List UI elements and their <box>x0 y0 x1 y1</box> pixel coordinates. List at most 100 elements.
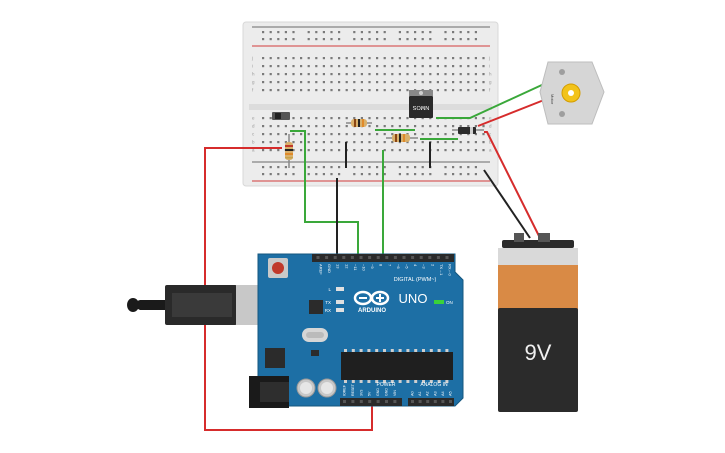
bb-hole[interactable] <box>421 166 424 169</box>
bb-hole[interactable] <box>353 57 356 60</box>
bb-hole[interactable] <box>269 141 272 144</box>
bb-hole[interactable] <box>436 57 439 60</box>
bb-hole[interactable] <box>383 65 386 68</box>
power-pin[interactable] <box>385 400 388 403</box>
bb-hole[interactable] <box>277 173 280 176</box>
bb-hole[interactable] <box>338 81 341 84</box>
bb-hole[interactable] <box>315 141 318 144</box>
bb-hole[interactable] <box>307 38 310 41</box>
bb-hole[interactable] <box>391 141 394 144</box>
bb-hole[interactable] <box>414 81 417 84</box>
bb-hole[interactable] <box>467 31 470 34</box>
bb-hole[interactable] <box>353 31 356 34</box>
bb-hole[interactable] <box>269 125 272 128</box>
bb-hole[interactable] <box>421 81 424 84</box>
digital-pin[interactable] <box>342 256 346 259</box>
resistor-gate[interactable] <box>346 119 372 127</box>
bb-hole[interactable] <box>398 31 401 34</box>
bb-hole[interactable] <box>474 31 477 34</box>
bb-hole[interactable] <box>376 57 379 60</box>
digital-header[interactable] <box>312 254 454 262</box>
bb-hole[interactable] <box>284 173 287 176</box>
bb-hole[interactable] <box>322 133 325 136</box>
bb-hole[interactable] <box>421 73 424 76</box>
bb-hole[interactable] <box>277 125 280 128</box>
bb-hole[interactable] <box>292 65 295 68</box>
bb-hole[interactable] <box>414 38 417 41</box>
bb-hole[interactable] <box>330 166 333 169</box>
bb-hole[interactable] <box>368 81 371 84</box>
bb-hole[interactable] <box>398 73 401 76</box>
bb-hole[interactable] <box>262 141 265 144</box>
bb-hole[interactable] <box>345 73 348 76</box>
bb-hole[interactable] <box>300 65 303 68</box>
bb-hole[interactable] <box>444 133 447 136</box>
bb-hole[interactable] <box>429 133 432 136</box>
bb-hole[interactable] <box>307 31 310 34</box>
bb-hole[interactable] <box>345 65 348 68</box>
bb-hole[interactable] <box>307 125 310 128</box>
bb-hole[interactable] <box>474 141 477 144</box>
bb-hole[interactable] <box>383 133 386 136</box>
bb-hole[interactable] <box>353 133 356 136</box>
bb-hole[interactable] <box>262 57 265 60</box>
bb-hole[interactable] <box>300 57 303 60</box>
bb-hole[interactable] <box>307 117 310 120</box>
bb-hole[interactable] <box>360 117 363 120</box>
bb-hole[interactable] <box>398 166 401 169</box>
power-pin[interactable] <box>376 400 380 403</box>
bb-hole[interactable] <box>262 133 265 136</box>
bb-hole[interactable] <box>459 38 462 41</box>
bb-hole[interactable] <box>315 57 318 60</box>
bb-hole[interactable] <box>414 73 417 76</box>
bb-hole[interactable] <box>414 65 417 68</box>
bb-hole[interactable] <box>436 89 439 92</box>
bb-hole[interactable] <box>307 173 310 176</box>
bb-hole[interactable] <box>474 166 477 169</box>
analog-pin[interactable] <box>441 400 445 403</box>
bb-hole[interactable] <box>459 125 462 128</box>
bb-hole[interactable] <box>376 81 379 84</box>
bb-hole[interactable] <box>467 166 470 169</box>
bb-hole[interactable] <box>300 133 303 136</box>
bb-hole[interactable] <box>368 73 371 76</box>
digital-pin[interactable] <box>428 256 432 259</box>
bb-hole[interactable] <box>360 65 363 68</box>
bb-hole[interactable] <box>406 117 409 120</box>
bb-hole[interactable] <box>444 65 447 68</box>
bb-hole[interactable] <box>269 31 272 34</box>
bb-hole[interactable] <box>322 73 325 76</box>
battery-terminal-negative[interactable] <box>514 233 524 242</box>
bb-hole[interactable] <box>474 173 477 176</box>
bb-hole[interactable] <box>398 81 401 84</box>
bb-hole[interactable] <box>421 38 424 41</box>
bb-hole[interactable] <box>444 141 447 144</box>
bb-hole[interactable] <box>360 149 363 152</box>
bb-hole[interactable] <box>421 31 424 34</box>
bb-hole[interactable] <box>315 117 318 120</box>
wire-red-battery[interactable] <box>484 131 541 239</box>
bb-hole[interactable] <box>338 166 341 169</box>
bb-hole[interactable] <box>376 31 379 34</box>
bb-hole[interactable] <box>262 166 265 169</box>
bb-hole[interactable] <box>383 173 386 176</box>
bb-hole[interactable] <box>452 133 455 136</box>
bb-hole[interactable] <box>353 65 356 68</box>
bb-hole[interactable] <box>277 38 280 41</box>
bb-hole[interactable] <box>376 166 379 169</box>
bb-hole[interactable] <box>322 31 325 34</box>
bb-hole[interactable] <box>474 117 477 120</box>
bb-hole[interactable] <box>406 81 409 84</box>
bb-hole[interactable] <box>414 166 417 169</box>
bb-hole[interactable] <box>421 141 424 144</box>
bb-hole[interactable] <box>459 65 462 68</box>
bb-hole[interactable] <box>300 117 303 120</box>
wire-red-motor[interactable] <box>477 99 545 127</box>
bb-hole[interactable] <box>398 38 401 41</box>
bb-hole[interactable] <box>284 166 287 169</box>
bb-hole[interactable] <box>406 125 409 128</box>
bb-hole[interactable] <box>338 65 341 68</box>
bb-hole[interactable] <box>307 141 310 144</box>
bb-hole[interactable] <box>482 65 485 68</box>
